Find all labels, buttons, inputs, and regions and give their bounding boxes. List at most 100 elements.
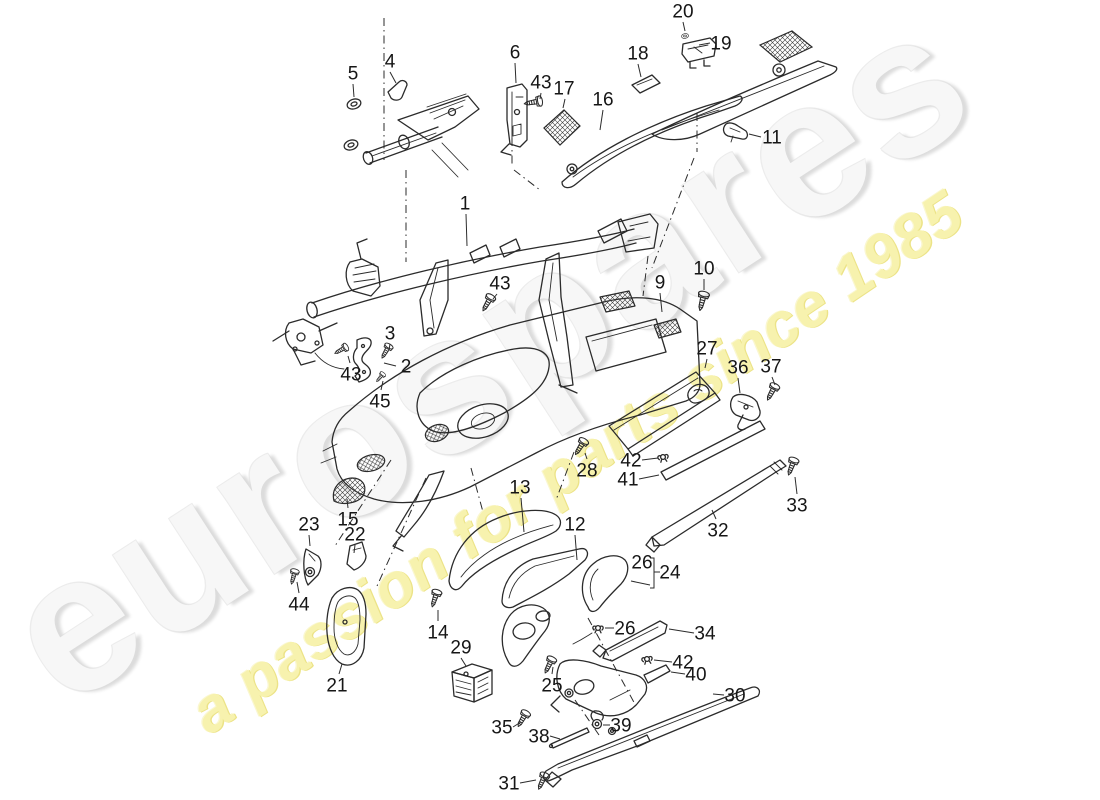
callout-leader-29 (460, 657, 467, 667)
part-callout-16: 16 (592, 90, 613, 111)
callout-leader-19 (698, 42, 711, 46)
part-callout-1: 1 (460, 194, 471, 215)
part-16-defroster-trim-drawing (561, 60, 838, 189)
part-29-vent-drawing (451, 663, 493, 703)
part-callout-6: 6 (510, 43, 521, 64)
callout-leader-32 (711, 509, 717, 520)
callout-leader-36 (737, 377, 741, 394)
callout-leader-42 (653, 659, 673, 663)
part-callout-36: 36 (727, 358, 748, 379)
part-45-screw-drawing (373, 370, 387, 385)
part-19-cap-drawing (681, 37, 717, 69)
callout-leader-21 (338, 663, 343, 675)
callout-leader-28 (584, 452, 588, 460)
callout-leader-12 (574, 534, 578, 561)
part-callout-39: 39 (610, 716, 631, 737)
callout-leader-43 (539, 92, 542, 100)
part-callout-30: 30 (724, 686, 745, 707)
part-callout-5: 5 (348, 64, 359, 85)
part-callout-22: 22 (344, 525, 365, 546)
callout-leader-5 (352, 83, 355, 98)
part-17-grille-drawing (543, 109, 581, 146)
callout-leader-31 (519, 779, 537, 784)
part-callout-21: 21 (326, 676, 347, 697)
part-callout-37: 37 (760, 357, 781, 378)
part-22-pad-drawing (346, 541, 367, 571)
part-callout-32: 32 (707, 521, 728, 542)
part-36-latch-drawing (729, 393, 761, 431)
callout-leader-38 (549, 735, 561, 740)
part-callout-41: 41 (617, 470, 638, 491)
callout-leader-40 (670, 671, 686, 675)
part-callout-31: 31 (498, 774, 519, 795)
part-43-screw-drawing (332, 341, 351, 358)
part-callout-34: 34 (694, 624, 716, 645)
part-40-strip-drawing (643, 664, 671, 684)
part-callout-2: 2 (401, 357, 412, 378)
callout-leader-34 (668, 628, 695, 634)
callout-leader-16 (599, 109, 604, 131)
part-callout-42: 42 (672, 653, 693, 674)
part-callout-17: 17 (553, 79, 574, 100)
part-12-column-surround-drawing (501, 547, 589, 667)
part-5-grommet-drawing (342, 137, 360, 153)
part-callout-42: 42 (620, 451, 641, 472)
part-callout-19: 19 (710, 34, 731, 55)
part-15-speaker-grille-drawing (332, 477, 366, 504)
part-callout-23: 23 (298, 515, 319, 536)
part-callout-14: 14 (427, 623, 449, 644)
part-24-knee-bolster-drawing (581, 555, 629, 613)
part-callout-12: 12 (564, 515, 585, 536)
callout-leader-43 (492, 293, 498, 300)
callout-leader-13 (520, 497, 525, 533)
part-18-plate-drawing (631, 74, 661, 94)
part-callout-43: 43 (340, 365, 361, 386)
part-9-dashboard-drawing (320, 290, 701, 552)
part-41-trim-strip-drawing (660, 420, 766, 481)
callout-leader-17 (562, 98, 566, 109)
callout-leader-2 (383, 362, 397, 367)
part-34-trim-strip-drawing (592, 620, 668, 662)
callout-leader-43 (347, 355, 351, 364)
callout-leader-3 (388, 343, 391, 351)
callout-leader-23 (308, 534, 311, 547)
callout-leader-33 (794, 476, 798, 495)
callout-leader-25 (551, 666, 554, 675)
callout-leader-30 (712, 693, 725, 696)
part-1-cross-member-drawing (272, 213, 659, 394)
part-callout-20: 20 (672, 2, 693, 23)
part-callout-25: 25 (541, 676, 562, 697)
part-14-screw-drawing (426, 587, 444, 609)
callout-leader-44 (296, 581, 300, 594)
part-callout-35: 35 (491, 718, 512, 739)
callout-leader-9 (659, 292, 663, 313)
part-footwell-panel-drawing (550, 659, 648, 717)
callout-leader-6 (514, 62, 517, 84)
callout-leader-18 (637, 63, 642, 78)
alignment-dashed-lines (334, 18, 698, 736)
part-callout-45: 45 (369, 392, 390, 413)
part-callout-13: 13 (509, 478, 530, 499)
part-callout-26: 26 (614, 619, 635, 640)
part-44-screw-drawing (286, 567, 301, 586)
callout-leader-20 (682, 21, 686, 32)
part-callout-29: 29 (450, 638, 471, 659)
part-2-bracket-drawing (352, 337, 372, 383)
part-callout-9: 9 (655, 273, 666, 294)
part-37-screw-drawing (762, 380, 782, 404)
part-steering-column-drawing (362, 79, 480, 178)
part-27-glovebox-door-drawing (608, 371, 721, 457)
callout-leader-42 (641, 457, 659, 461)
part-20-ring-drawing (680, 32, 690, 40)
assembly-bracket-24 (630, 557, 660, 589)
part-26-harness-clip-drawing (572, 624, 604, 645)
part-callout-27: 27 (696, 339, 717, 360)
callout-leader-15 (346, 498, 349, 509)
part-3-screw-drawing (377, 341, 395, 361)
callout-leader-37 (771, 376, 776, 386)
part-callout-24: 24 (659, 563, 681, 584)
callout-leader-27 (704, 358, 708, 369)
part-42-clip-drawing (656, 453, 670, 464)
